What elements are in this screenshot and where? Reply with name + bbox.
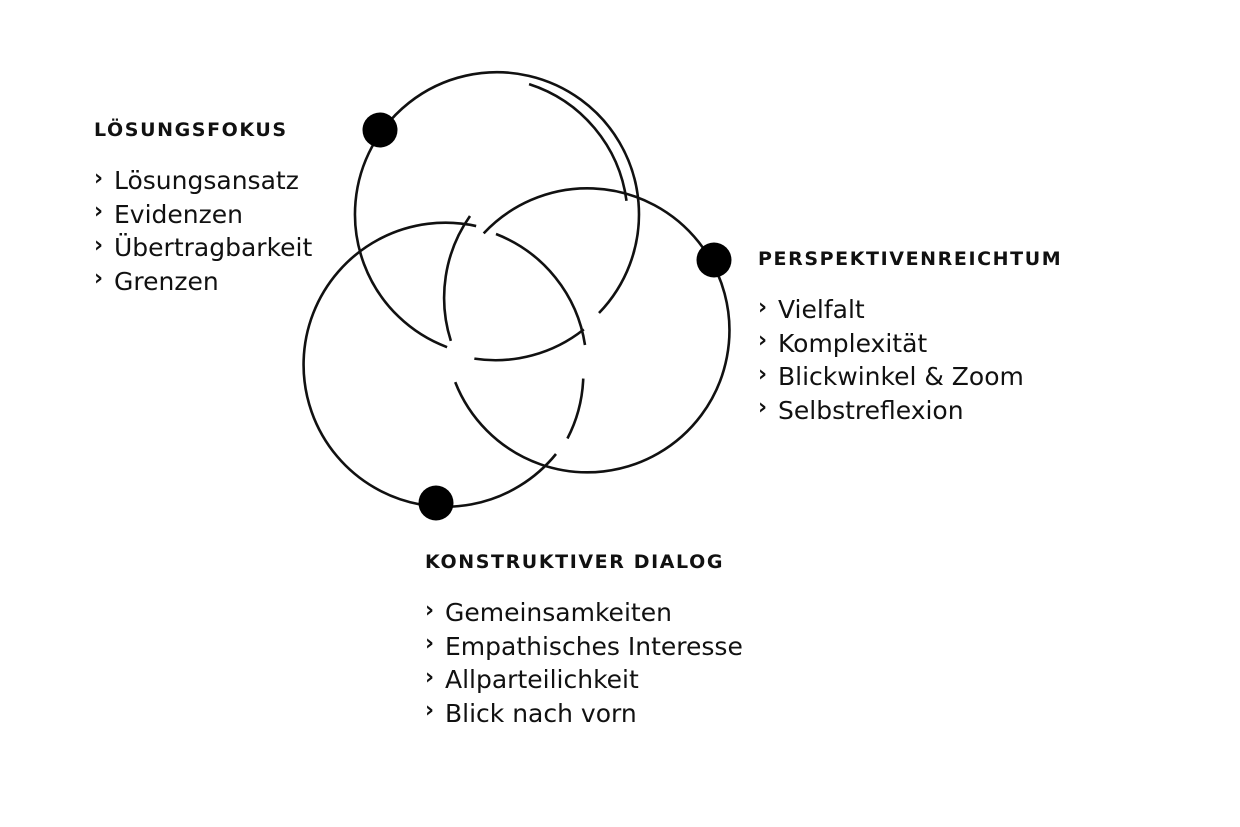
list-item: › Grenzen (94, 265, 312, 299)
chevron-right-icon: › (425, 597, 435, 623)
chevron-right-icon: › (425, 631, 435, 657)
list-item-label: Blick nach vorn (445, 698, 637, 728)
list-item: › Blickwinkel & Zoom (758, 360, 1062, 394)
chevron-right-icon: › (425, 698, 435, 724)
node-loesungsfokus (362, 112, 398, 148)
list-item: › Empathisches Interesse (425, 630, 743, 664)
group-perspektivenreichtum: PERSPEKTIVENREICHTUM › Vielfalt › Komplexi… (758, 247, 1062, 427)
chevron-right-icon: › (94, 232, 104, 258)
ring-perspektivenreichtum (442, 187, 731, 474)
list-item: › Übertragbarkeit (94, 231, 312, 265)
group-loesungsfokus: LÖSUNGSFOKUS › Lösungsansatz › Evidenzen ›… (94, 118, 312, 298)
chevron-right-icon: › (94, 266, 104, 292)
list-item: › Komplexität (758, 327, 1062, 361)
chevron-right-icon: › (425, 664, 435, 690)
list-item: › Vielfalt (758, 293, 1062, 327)
list-item-label: Blickwinkel & Zoom (778, 362, 1024, 391)
chevron-right-icon: › (94, 199, 104, 225)
group-heading: KONSTRUKTIVER DIALOG (425, 551, 725, 573)
list-item-label: Lösungsansatz (114, 166, 299, 195)
item-list: › Gemeinsamkeiten › Empathisches Interesse… (425, 596, 743, 730)
item-list: › Lösungsansatz › Evidenzen › Übertragbarke… (94, 164, 312, 298)
item-list: › Vielfalt › Komplexität › Blickwinkel & Zo… (758, 293, 1062, 427)
list-item-label: Empathisches Interesse (445, 631, 743, 661)
chevron-right-icon: › (758, 395, 768, 421)
group-heading: LÖSUNGSFOKUS (94, 119, 288, 141)
node-perspektivenreichtum (696, 242, 732, 278)
list-item-label: Grenzen (114, 266, 219, 296)
list-item-label: Komplexität (778, 328, 928, 358)
chevron-right-icon: › (94, 165, 104, 191)
list-item: › Evidenzen (94, 198, 312, 232)
list-item: › Gemeinsamkeiten (425, 596, 743, 630)
list-item: › Blick nach vorn (425, 697, 743, 731)
node-konstruktiver-dialog (418, 485, 454, 521)
list-item: › Selbstreflexion (758, 394, 1062, 428)
list-item-label: Vielfalt (778, 295, 865, 324)
group-heading: PERSPEKTIVENREICHTUM (758, 248, 1063, 270)
list-item-label: Evidenzen (114, 199, 243, 229)
chevron-right-icon: › (758, 328, 768, 354)
list-item-label: Gemeinsamkeiten (445, 598, 672, 627)
list-item-label: Übertragbarkeit (114, 233, 313, 262)
group-konstruktiver-dialog: KONSTRUKTIVER DIALOG › Gemeinsamkeiten › E… (425, 550, 743, 730)
list-item-label: Selbstreflexion (778, 395, 964, 425)
chevron-right-icon: › (758, 361, 768, 387)
list-item: › Lösungsansatz (94, 164, 312, 198)
chevron-right-icon: › (758, 294, 768, 320)
list-item: › Allparteilichkeit (425, 663, 743, 697)
ring-loesungsfokus (353, 70, 641, 362)
list-item-label: Allparteilichkeit (445, 665, 639, 694)
ring-konstruktiver-dialog (302, 221, 587, 509)
